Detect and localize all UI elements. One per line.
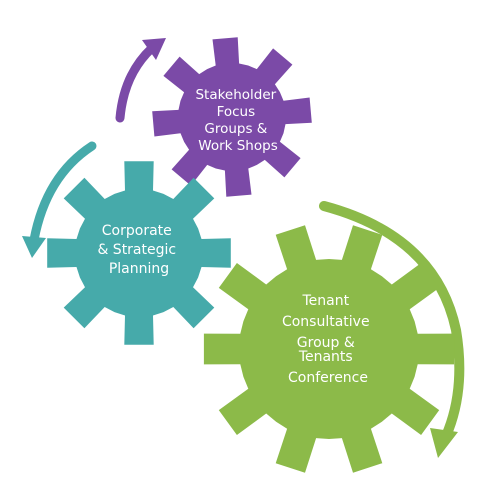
teal-cycle-arrow: [29, 141, 97, 245]
purple-cycle-arrow: [115, 43, 157, 123]
tenant-label: Tenant Consultative Group & Tenants Conf…: [282, 293, 374, 386]
gear-corporate-body: [47, 161, 231, 345]
gear-tenant: [203, 225, 455, 473]
teal-arrowhead: [22, 236, 46, 258]
corporate-label: Corporate & Strategic Planning: [97, 223, 180, 277]
gear-stakeholder-body: [152, 37, 312, 197]
cycle-arrows: [22, 38, 465, 458]
gear-corporate: [47, 161, 231, 345]
stakeholder-label: Stakeholder Focus Groups & Work Shops: [195, 87, 280, 154]
purple-arrowhead: [142, 38, 166, 60]
gear-tenant-body: [203, 225, 455, 473]
green-arrowhead: [430, 428, 458, 458]
green-cycle-arrow: [319, 201, 465, 441]
gear-stakeholder: [152, 37, 312, 197]
